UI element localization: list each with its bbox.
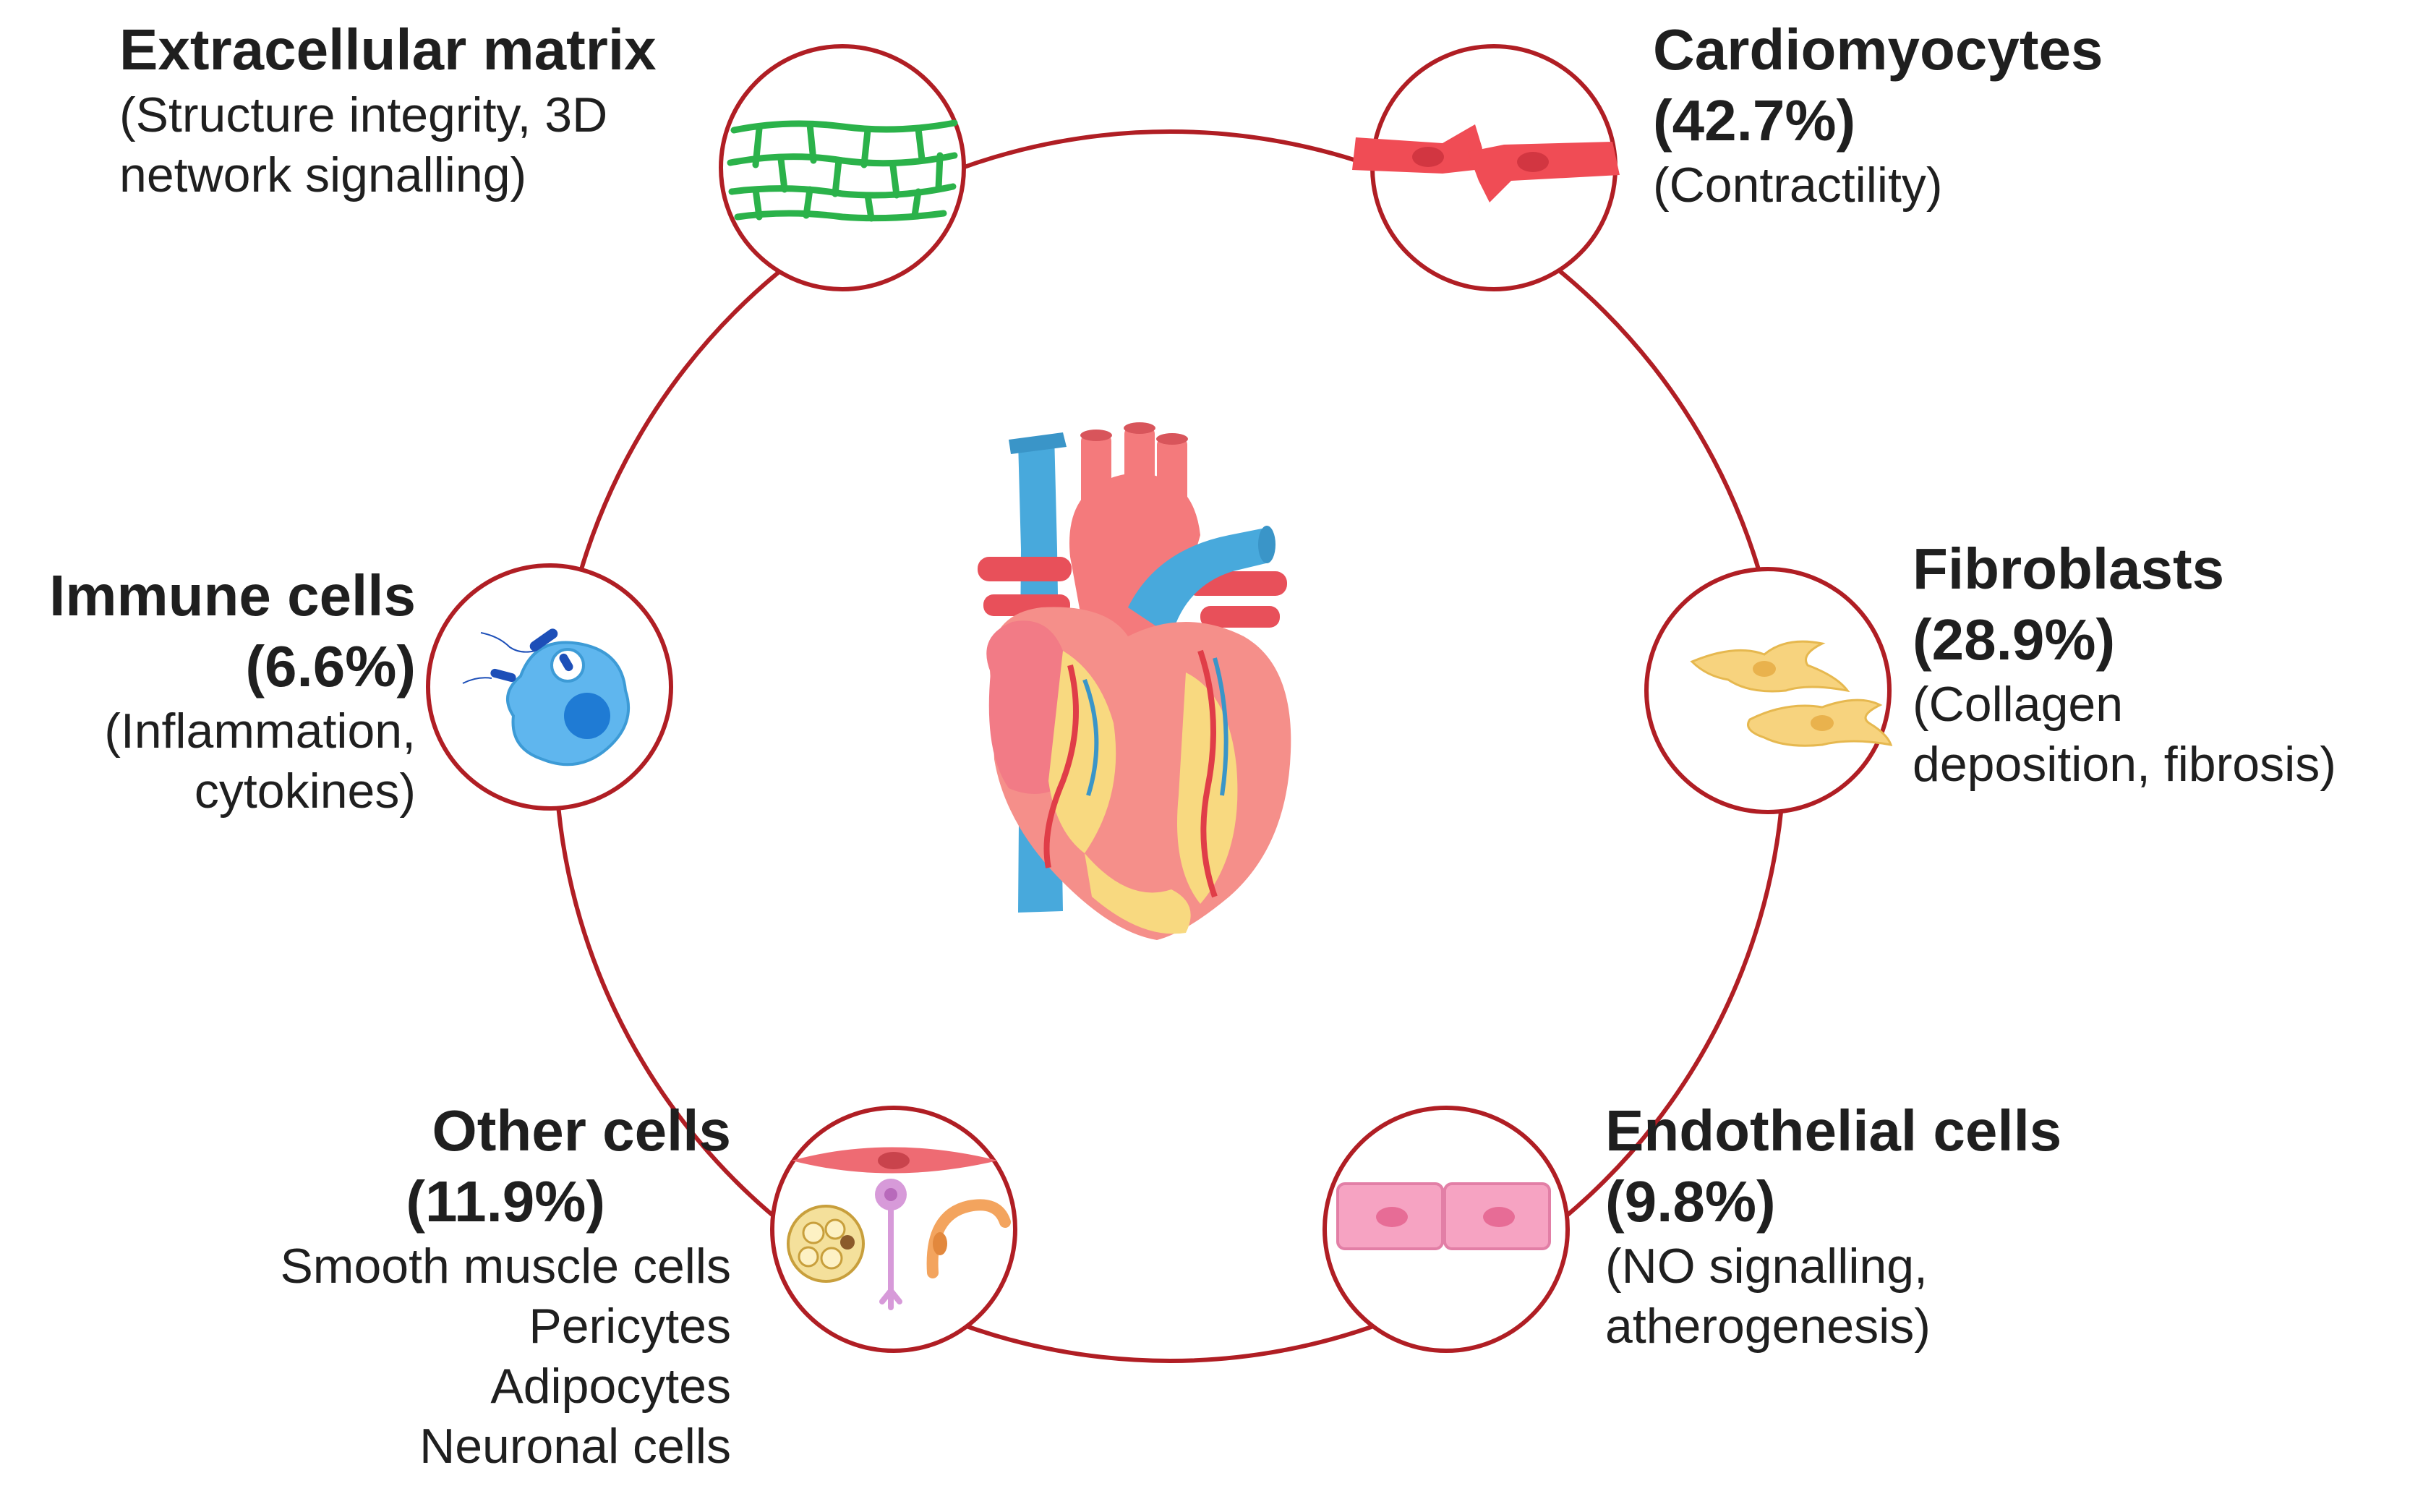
node-description: (Structure integrity, 3D: [119, 87, 608, 142]
cardiomyocyte-icon: [1352, 124, 1620, 202]
label-ecm: Extracellular matrix (Structure integrit…: [119, 14, 657, 205]
node-immune: [426, 563, 673, 811]
fibroblast-icon: [1690, 640, 1893, 747]
node-percent: (6.6%): [245, 633, 416, 699]
immune-cell-icon: [462, 628, 631, 766]
endothelial-cell-icon: [1336, 1182, 1551, 1250]
node-description: (Contractility): [1653, 158, 1943, 213]
node-title: Immune cells: [49, 563, 416, 628]
node-percent: (11.9%): [406, 1169, 606, 1234]
label-cardiomyocytes: Cardiomyocytes (42.7%) (Contractility): [1653, 14, 2103, 215]
node-title: Endothelial cells: [1605, 1098, 2062, 1163]
other-cells-icon: [787, 1147, 1011, 1310]
node-description: Neuronal cells: [419, 1419, 731, 1474]
node-title: Fibroblasts: [1913, 537, 2225, 601]
node-endothelial: [1322, 1106, 1570, 1353]
node-description: deposition, fibrosis): [1913, 737, 2336, 793]
label-fibroblasts: Fibroblasts (28.9%) (Collagen deposition…: [1913, 534, 2336, 795]
label-immune: Immune cells (6.6%) (Inflammation, cytok…: [49, 560, 416, 821]
ecm-network-icon: [727, 119, 958, 222]
node-title: Other cells: [432, 1098, 731, 1163]
node-description: atherogenesis): [1605, 1299, 1931, 1354]
node-description: Pericytes: [529, 1299, 731, 1354]
heart-icon: [978, 422, 1291, 940]
node-description: (Collagen: [1913, 677, 2124, 732]
node-description: cytokines): [194, 764, 416, 819]
node-percent: (9.8%): [1605, 1169, 1776, 1234]
node-description: Adipocytes: [490, 1359, 731, 1414]
node-description: (Inflammation,: [104, 704, 416, 759]
node-other: [770, 1106, 1017, 1353]
node-percent: (28.9%): [1913, 607, 2116, 672]
node-title: Extracellular matrix: [119, 17, 657, 82]
node-percent: (42.7%): [1653, 87, 1856, 153]
node-fibroblasts: [1644, 567, 1893, 814]
label-endothelial: Endothelial cells (9.8%) (NO signalling,…: [1605, 1095, 2061, 1357]
node-cardiomyocytes: [1352, 44, 1620, 291]
node-ecm: [719, 44, 966, 291]
label-other: Other cells (11.9%) Smooth muscle cells …: [280, 1095, 731, 1477]
node-description: (NO signalling,: [1605, 1239, 1928, 1294]
node-description: Smooth muscle cells: [280, 1239, 731, 1294]
node-description: network signalling): [119, 147, 527, 202]
node-title: Cardiomyocytes: [1653, 17, 2103, 82]
